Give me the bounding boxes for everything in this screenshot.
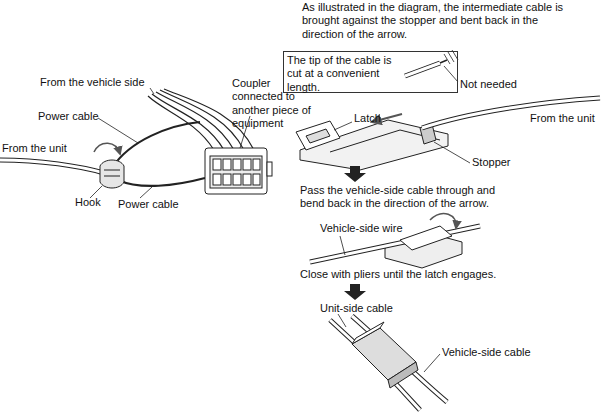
clip-folding [400,226,452,250]
hook-connector [94,143,124,188]
clip-closed [338,314,440,372]
coupler [233,174,241,185]
unit-cable [334,98,600,163]
part-label: Power cable [38,110,118,123]
hook-connector [100,160,124,188]
part-label: Vehicle-side cable [442,346,552,359]
clip-closed [352,316,447,402]
cable-tip [444,50,458,64]
coupler [253,159,260,170]
coupler [243,174,251,185]
note-box: The tip of the cable is cut at a conveni… [283,51,458,93]
part-label: Vehicle-side wire [320,222,430,235]
part-label: From the unit [530,112,601,125]
part-label: Unit-side cable [320,302,420,315]
part-label: Coupler connected to another piece of eq… [232,77,324,131]
part-label: From the vehicle side [40,76,170,89]
part-label: From the unit [2,142,92,155]
clip-closed [388,362,418,388]
coupler [205,148,272,194]
clip-closed [330,320,420,410]
unit-cable [0,160,104,173]
leader-line [98,118,138,143]
part-label: Latch [354,112,404,125]
coupler [223,174,231,185]
coupler [205,148,267,194]
clip-folding [310,214,480,268]
part-label: Power cable [118,198,198,211]
note-text: The tip of the cable is cut at a conveni… [287,54,405,94]
coupler [210,156,262,188]
coupler [223,159,231,170]
hook-connector [94,143,120,154]
leader-line [140,187,152,198]
power-cable [112,122,205,186]
hook-connector [104,170,120,176]
clip-open [296,121,340,150]
wire-bundle [148,96,214,150]
clip-closed [330,314,447,410]
wire-bundle [160,90,244,150]
down-arrow [344,284,366,300]
coupler [213,159,221,170]
cable-tip [440,60,447,63]
instruction-step: Pass the vehicle-side cable through and … [300,184,514,211]
instruction-step: Close with pliers until the latch engage… [300,268,560,281]
cable-tip [444,66,458,82]
coupler [213,174,221,185]
cable-tip [405,63,440,76]
unit-cable [0,160,104,173]
part-label: Hook [75,196,115,209]
coupler [233,159,241,170]
leader-line [150,88,154,94]
clip-folding [430,214,456,228]
coupler [253,174,260,185]
part-label: Not needed [460,78,540,91]
power-cable [112,122,200,168]
power-cable [118,178,205,186]
down-arrow [344,166,366,182]
clip-closed [330,320,420,410]
instruction-note: As illustrated in the diagram, the inter… [302,1,570,41]
unit-cable [0,160,104,173]
clip-open [306,129,330,143]
coupler [243,159,251,170]
coupler [267,162,272,176]
part-label: Stopper [472,156,532,169]
clip-folding [340,236,345,255]
unit-cable [334,122,470,163]
cable-tip [405,50,458,82]
leader-line [90,88,250,198]
clip-closed [352,322,384,344]
cable-tip [405,63,440,76]
clip-closed [352,316,447,402]
